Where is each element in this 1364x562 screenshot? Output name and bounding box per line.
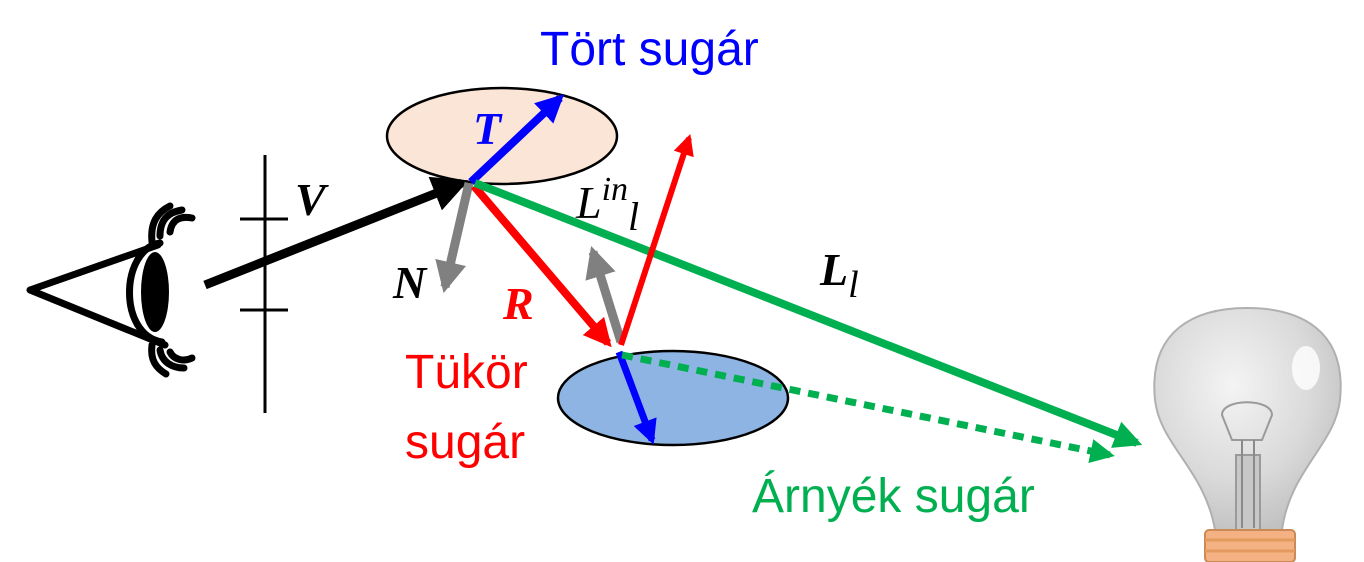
- shadow-ray-title: Árnyék sugár: [752, 470, 1035, 523]
- eye-icon: [26, 202, 196, 378]
- normal-vector-label: N: [392, 257, 428, 308]
- refracted-vector-label: T: [473, 103, 503, 154]
- lower-refracted-arrow: [615, 350, 657, 445]
- light-vector-arrow: [473, 179, 1143, 448]
- image-plane: [240, 155, 288, 413]
- refracted-ray-title: Tört sugár: [540, 23, 759, 76]
- light-vector-sub: l: [848, 264, 859, 306]
- refracted-vector-arrow: [468, 94, 565, 185]
- incoming-light-label: Linl: [575, 171, 639, 239]
- incoming-light-sub: l: [628, 194, 639, 239]
- view-vector-label: V: [295, 174, 329, 225]
- lower-normal-arrow: [585, 245, 626, 344]
- lower-surface: [556, 349, 790, 447]
- incoming-light-sup: in: [602, 171, 628, 208]
- view-vector-arrow: [203, 176, 469, 290]
- shadow-ray-arrow: [621, 351, 1115, 464]
- upper-surface: [385, 86, 619, 186]
- incoming-light-arrow: [618, 134, 694, 346]
- light-bulb-icon: [1153, 306, 1342, 562]
- reflected-vector-arrow: [470, 183, 612, 348]
- reflected-ray-title-line2: sugár: [405, 416, 525, 469]
- reflected-ray-title-line1: Tükör: [405, 346, 528, 399]
- reflected-vector-label: R: [502, 278, 534, 329]
- upper-normal-arrow: [435, 181, 474, 294]
- light-vector-label: Ll: [819, 244, 859, 306]
- incoming-light-main: L: [575, 177, 602, 228]
- light-vector-main: L: [819, 244, 848, 295]
